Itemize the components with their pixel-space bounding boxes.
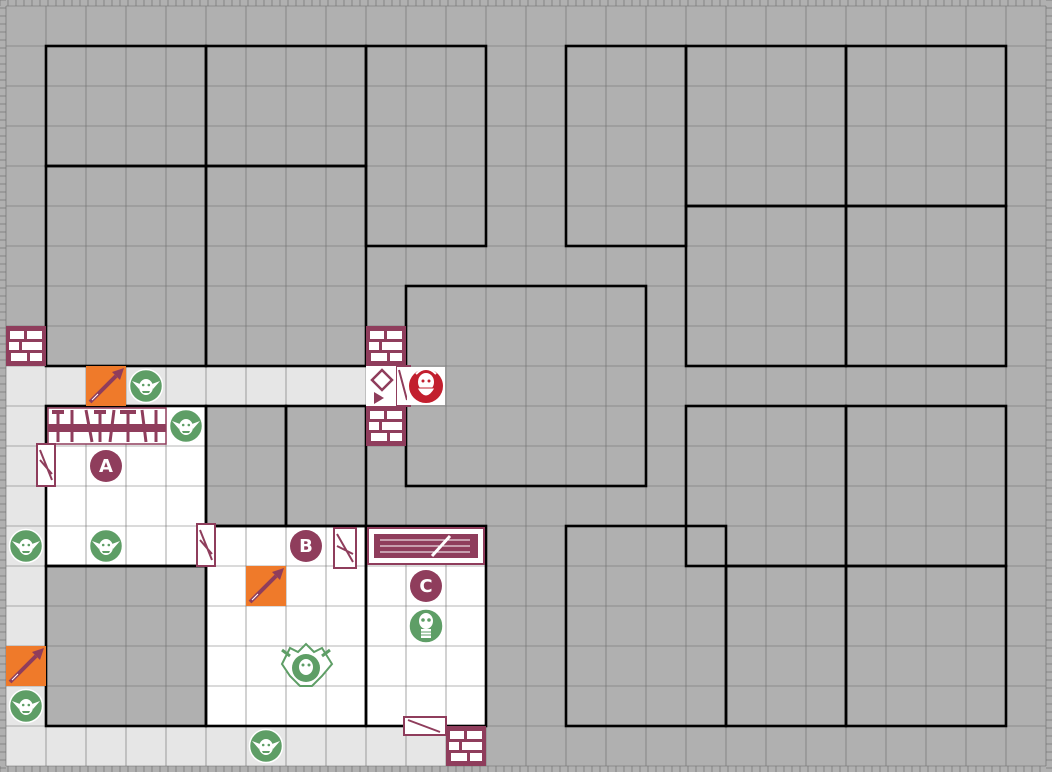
svg-text:C: C [419, 576, 432, 597]
door-icon[interactable] [36, 443, 56, 487]
door-icon[interactable] [403, 716, 447, 736]
goblin-icon[interactable] [88, 528, 124, 564]
spear-trap-icon [244, 564, 288, 608]
room-label-c: C [410, 570, 442, 602]
goblin-icon[interactable] [248, 728, 284, 764]
goblin-icon[interactable] [8, 688, 44, 724]
door-icon[interactable] [196, 523, 216, 567]
rubble-icon [446, 726, 486, 766]
rubble-icon [6, 326, 46, 366]
goblin-icon[interactable] [168, 408, 204, 444]
tomb-icon [367, 527, 485, 565]
spear-trap-icon [84, 364, 128, 408]
room-label-a: A [90, 450, 122, 482]
svg-text:B: B [299, 536, 313, 557]
goblin-icon[interactable] [128, 368, 164, 404]
falling-block-icon [366, 366, 396, 406]
orc-chieftain-icon[interactable] [280, 642, 334, 687]
spear-trap-icon [4, 644, 48, 688]
svg-text:A: A [99, 456, 113, 477]
skeleton-icon[interactable] [408, 608, 444, 644]
door-icon[interactable] [333, 527, 357, 569]
rubble-icon [366, 406, 406, 446]
goblin-icon[interactable] [8, 528, 44, 564]
rubble-icon [366, 326, 406, 366]
weapon-rack-icon [47, 407, 167, 445]
dwarf-hero-icon[interactable] [407, 367, 445, 405]
room-label-b: B [290, 530, 322, 562]
